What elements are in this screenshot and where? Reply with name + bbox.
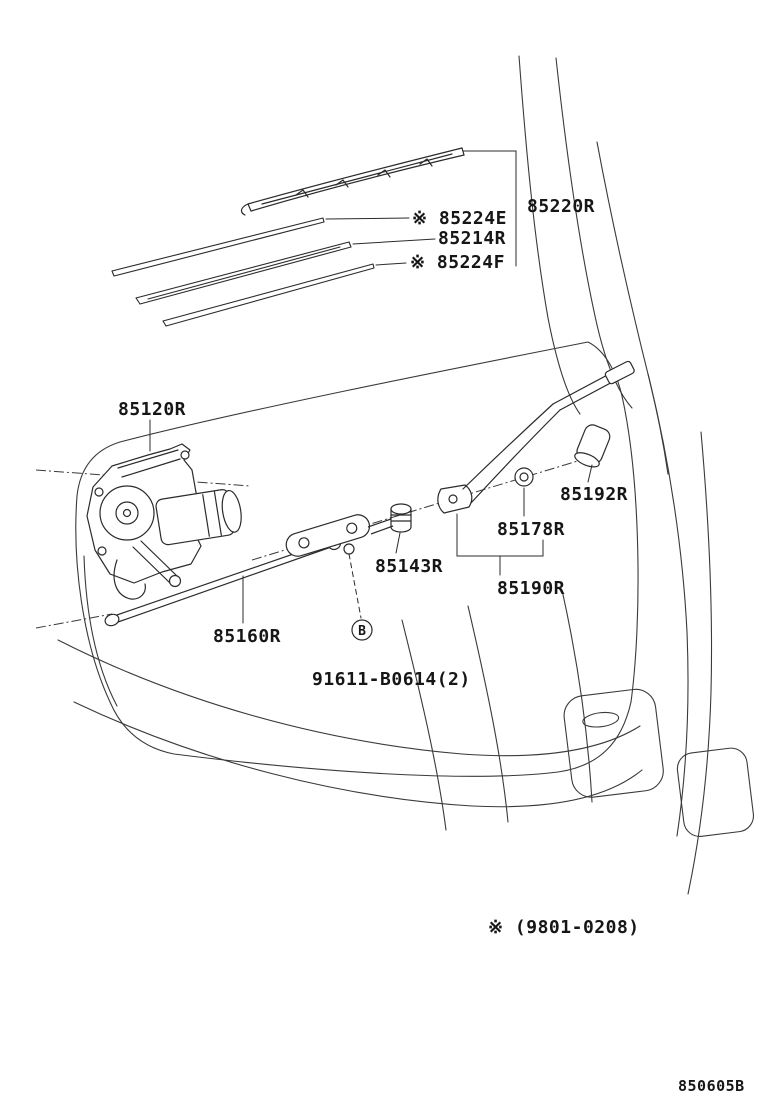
callout-b-circle: B xyxy=(351,619,373,641)
label-85160r: 85160R xyxy=(213,626,282,647)
label-85143r: 85143R xyxy=(375,556,444,577)
wiper-blade-assembly xyxy=(240,147,465,216)
label-85220r: 85220R xyxy=(527,196,596,217)
applicability-note: ※ (9801-0208) xyxy=(488,917,640,938)
label-bolt-91611: 91611-B0614(2) xyxy=(312,669,471,690)
label-85190r: 85190R xyxy=(497,578,566,599)
blade-85214r xyxy=(135,241,352,305)
label-85192r: 85192R xyxy=(560,484,629,505)
vehicle-body xyxy=(57,55,754,895)
label-85120r: 85120R xyxy=(118,399,187,420)
wiper-motor-85120r xyxy=(86,443,242,600)
blade-rubber-85224e xyxy=(111,217,325,277)
label-85224e: ※ 85224E xyxy=(412,208,507,229)
callout-b-letter: B xyxy=(358,624,366,639)
label-85224f: ※ 85224F xyxy=(410,252,505,273)
label-85214r: 85214R xyxy=(438,228,507,249)
wiper-arm-85190r xyxy=(437,360,635,514)
pivot-cap-85192r xyxy=(574,424,611,468)
grommet-85143r xyxy=(390,503,412,533)
blade-rubber-85224f xyxy=(162,263,375,327)
figure-code: 850605B xyxy=(678,1077,745,1095)
pivot-nut-85178r xyxy=(514,467,534,487)
pivot-bracket xyxy=(285,514,394,557)
label-85178r: 85178R xyxy=(497,519,566,540)
leader-lines xyxy=(149,150,593,624)
